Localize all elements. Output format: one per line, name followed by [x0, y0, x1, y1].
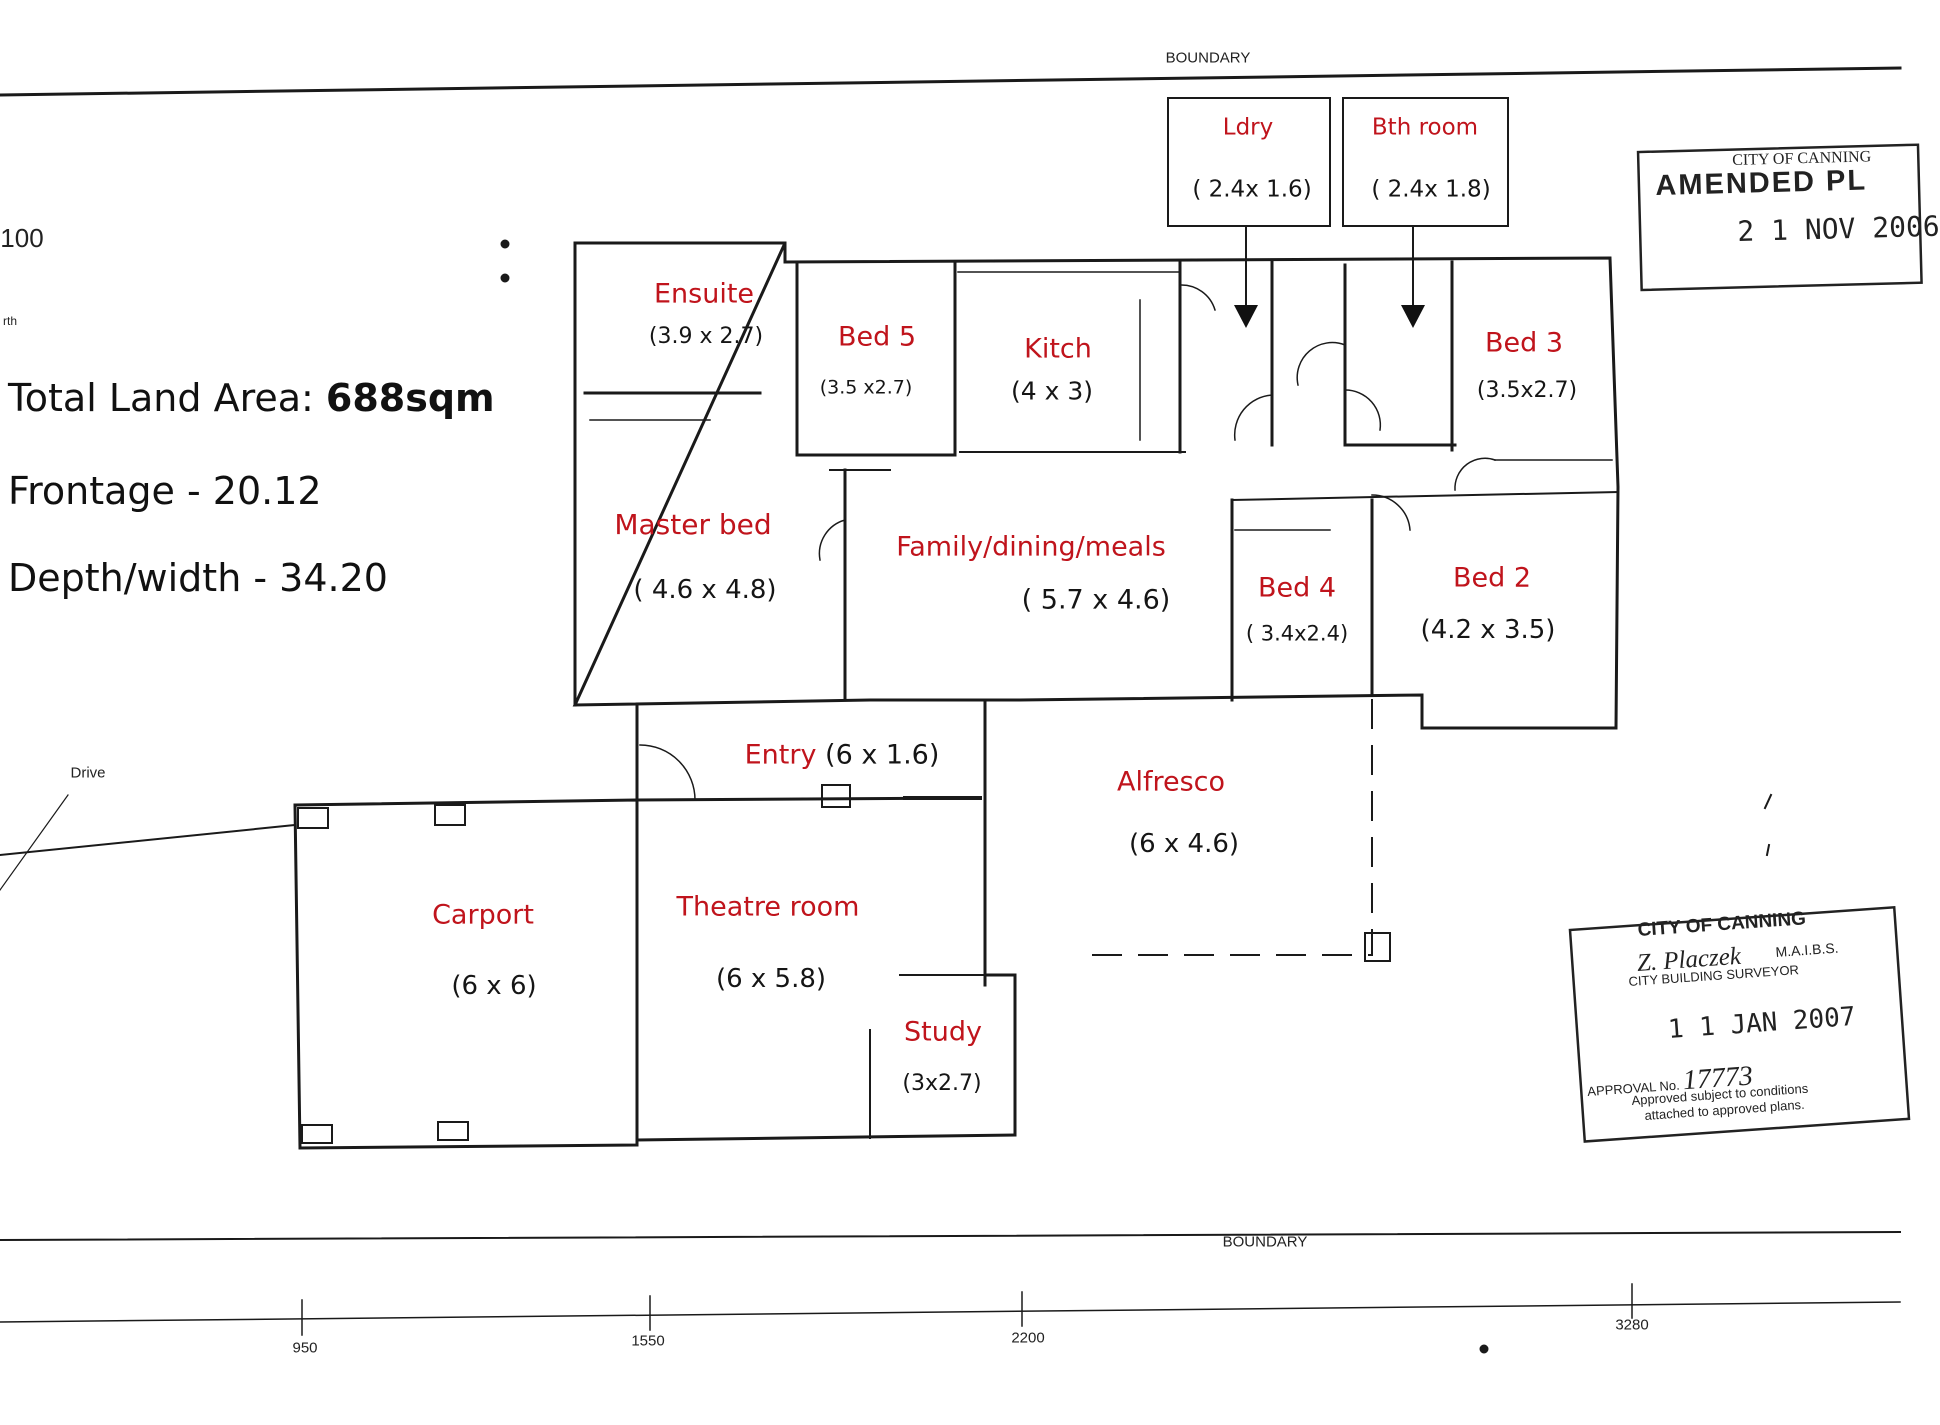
carport-name: Carport — [432, 899, 534, 931]
family-dims: ( 5.7 x 4.6) — [1021, 584, 1171, 616]
master-bed-name: Master bed — [614, 508, 772, 541]
ldry-arrow-icon — [1234, 305, 1258, 328]
ldry-dims: ( 2.4x 1.6) — [1192, 176, 1312, 203]
top-boundary-line — [0, 66, 1902, 97]
ruler-tick-label: 3280 — [1615, 1316, 1649, 1334]
bath-name: Bth room — [1371, 114, 1479, 141]
floor-plan-drawing — [0, 66, 1923, 1354]
kitch-name: Kitch — [1024, 333, 1092, 365]
house-outer-wall — [572, 241, 1620, 730]
bed5-name: Bed 5 — [837, 321, 917, 353]
entry-name: Entry — [744, 739, 817, 771]
total-land-area: Total Land Area: 688sqm — [8, 376, 495, 420]
north-fragment: rth — [2, 314, 18, 328]
bed3-name: Bed 3 — [1484, 327, 1564, 359]
approval-stamp-border — [1568, 905, 1911, 1143]
alfresco-outline — [1084, 699, 1373, 956]
bed5-dims: (3.5 x2.7) — [819, 376, 913, 399]
ruler-tick-label: 1550 — [631, 1332, 665, 1350]
theatre-dims: (6 x 5.8) — [715, 964, 827, 994]
ensuite-dims: (3.9 x 2.7) — [648, 324, 764, 349]
amended-stamp-border — [1636, 143, 1923, 292]
amended-stamp-date: 2 1 NOV 2006 — [1737, 209, 1940, 248]
depth-text: Depth/width - 34.20 — [8, 556, 388, 600]
bed2-dims: (4.2 x 3.5) — [1420, 615, 1556, 645]
bed3-dims: (3.5x2.7) — [1476, 378, 1578, 403]
bottom-boundary-line — [0, 1230, 1902, 1242]
drive-line — [0, 823, 297, 857]
bed4-dims: ( 3.4x2.4) — [1245, 621, 1349, 646]
ldry-callout-box — [1167, 97, 1331, 227]
entry-label: Entry (6 x 1.6) — [745, 742, 940, 769]
carport-outline — [293, 798, 639, 1150]
study-name: Study — [904, 1016, 982, 1048]
amended-stamp-line2: AMENDED PL — [1655, 164, 1868, 202]
total-land-area-value: 688sqm — [325, 376, 495, 420]
ruler-line — [0, 1301, 1901, 1323]
entry-dims: (6 x 1.6) — [825, 739, 940, 771]
alfresco-name: Alfresco — [1116, 766, 1226, 798]
study-dims: (3x2.7) — [902, 1071, 982, 1096]
ensuite-name: Ensuite — [653, 278, 755, 310]
family-name: Family/dining/meals — [896, 531, 1166, 563]
ruler-tick-label: 2200 — [1011, 1329, 1045, 1347]
alfresco-dims: (6 x 4.6) — [1128, 829, 1240, 859]
ldry-name: Ldry — [1222, 114, 1274, 141]
bed2-name: Bed 2 — [1452, 562, 1532, 594]
carport-dims: (6 x 6) — [451, 971, 537, 1001]
bath-callout-box — [1342, 97, 1509, 227]
bath-dims: ( 2.4x 1.8) — [1371, 176, 1491, 203]
drive-label: Drive — [70, 764, 106, 782]
bed4-name: Bed 4 — [1257, 572, 1337, 604]
bath-arrow-icon — [1401, 305, 1425, 328]
ruler-tick-label: 950 — [292, 1339, 318, 1357]
kitch-dims: (4 x 3) — [1010, 376, 1094, 406]
frontage-text: Frontage - 20.12 — [8, 469, 322, 513]
bottom-boundary-label: BOUNDARY — [1222, 1233, 1308, 1251]
scale-fragment: 100 — [0, 223, 44, 253]
total-land-area-label: Total Land Area: — [8, 376, 326, 420]
master-bed-dims: ( 4.6 x 4.8) — [633, 575, 777, 605]
theatre-name: Theatre room — [676, 891, 860, 923]
top-boundary-label: BOUNDARY — [1165, 49, 1251, 67]
